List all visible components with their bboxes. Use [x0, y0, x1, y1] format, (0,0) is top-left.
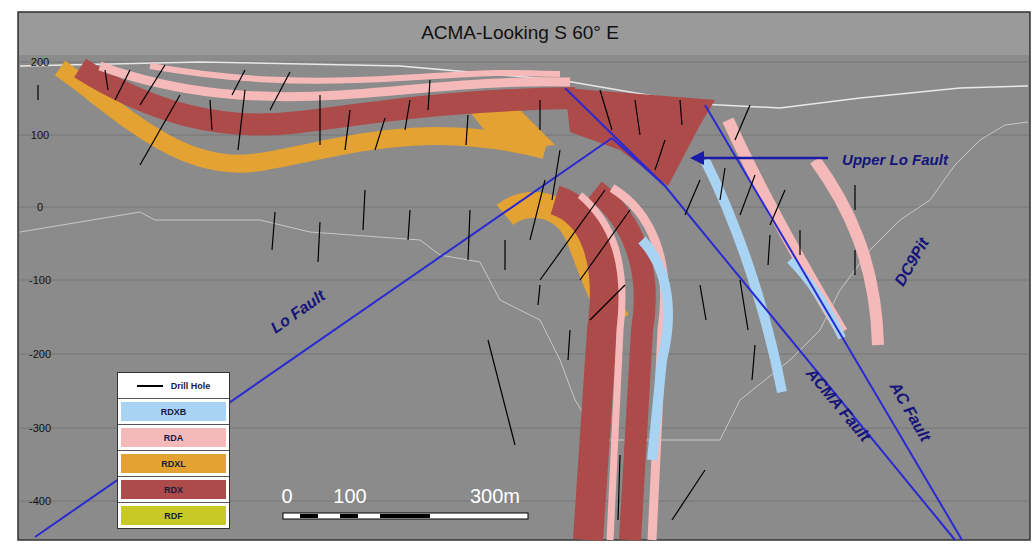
elevation-label: -100 [29, 274, 51, 286]
fault-callout: Upper Lo Fault [840, 151, 950, 168]
scale-label: 300m [470, 485, 520, 508]
legend-text: Drill Hole [171, 381, 211, 391]
legend-row: RDXL [118, 451, 229, 477]
chart-title: ACMA-Looking S 60° E [421, 22, 619, 44]
legend-row: RDXB [118, 399, 229, 425]
scale-label: 0 [281, 485, 292, 508]
elevation-label: -400 [29, 495, 51, 507]
legend-text: RDF [164, 511, 183, 521]
elevation-label: 100 [31, 129, 49, 141]
legend-line-sample [137, 385, 163, 387]
legend-text: RDX [164, 485, 183, 495]
legend-row: RDX [118, 477, 229, 503]
elevation-label: 200 [31, 56, 49, 68]
elevation-label: -300 [29, 422, 51, 434]
scale-label: 100 [333, 485, 366, 508]
elevation-label: -200 [29, 348, 51, 360]
legend-box: Drill HoleRDXB RDA RDXL RDX RDF [117, 372, 230, 529]
legend-row: Drill Hole [118, 373, 229, 399]
legend-row: RDA [118, 425, 229, 451]
legend-row: RDF [118, 503, 229, 528]
legend-text: RDA [164, 433, 184, 443]
elevation-label: 0 [37, 201, 43, 213]
legend-text: RDXB [161, 407, 187, 417]
legend-text: RDXL [161, 459, 186, 469]
